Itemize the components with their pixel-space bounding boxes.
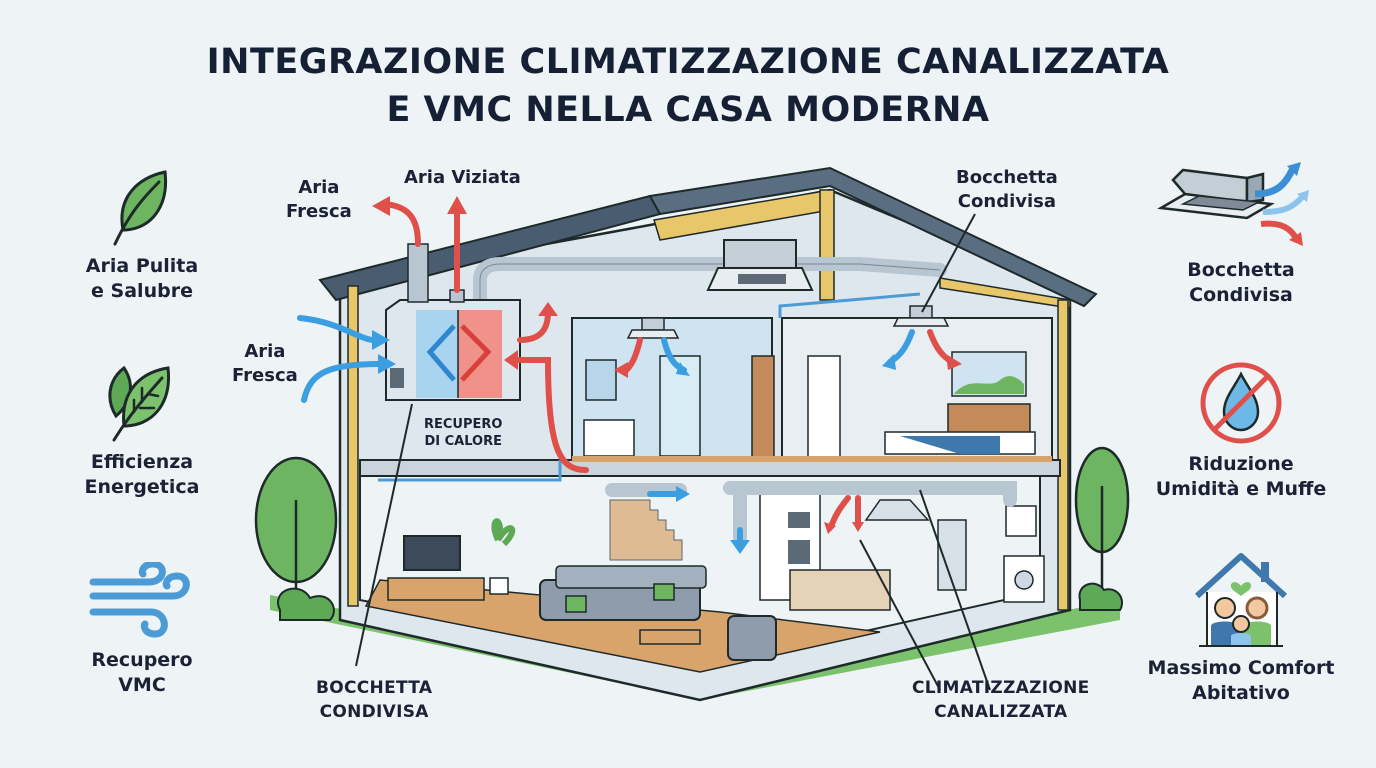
feature-label: Bocchetta Condivisa bbox=[1187, 259, 1295, 306]
cassette-unit-icon bbox=[1157, 162, 1309, 246]
tree-left-icon bbox=[254, 456, 338, 621]
ceiling-cassette-unit bbox=[706, 239, 814, 291]
feature-label: Efficienza Energetica bbox=[84, 451, 200, 498]
feature-recupero-vmc: Recupero VMC bbox=[32, 562, 252, 698]
callout-bocchetta-condivisa-top: Bocchetta Condivisa bbox=[956, 167, 1058, 212]
page-title: INTEGRAZIONE CLIMATIZZAZIONE CANALIZZATA… bbox=[0, 38, 1376, 134]
callout-recupero-calore: RECUPERO DI CALORE bbox=[424, 417, 503, 449]
feature-bocchetta-condivisa: Bocchetta Condivisa bbox=[1136, 160, 1346, 308]
callout-aria-viziata: Aria Viziata bbox=[404, 167, 521, 188]
family-home-icon bbox=[1194, 553, 1288, 647]
bathroom-vent bbox=[626, 317, 680, 339]
feature-aria-pulita: Aria Pulita e Salubre bbox=[32, 168, 252, 304]
title-line-2: E VMC NELLA CASA MODERNA bbox=[386, 90, 990, 130]
wind-icon bbox=[89, 562, 190, 638]
warm-air-arrows bbox=[381, 201, 955, 527]
title-line-1: INTEGRAZIONE CLIMATIZZAZIONE CANALIZZATA bbox=[206, 42, 1170, 82]
callout-bocchetta-condivisa-bottom: BOCCHETTA CONDIVISA bbox=[316, 678, 433, 722]
tree-right-icon bbox=[1074, 446, 1130, 611]
tv-icon bbox=[403, 535, 461, 571]
feature-massimo-comfort: Massimo Comfort Abitativo bbox=[1126, 550, 1356, 706]
feature-label: Riduzione Umidità e Muffe bbox=[1155, 453, 1327, 500]
callout-aria-fresca-top: Aria Fresca bbox=[286, 177, 352, 222]
callout-aria-fresca-left: Aria Fresca bbox=[232, 341, 298, 386]
callout-climatizzazione-canalizzata: CLIMATIZZAZIONE CANALIZZATA bbox=[912, 678, 1090, 722]
leaf-icon bbox=[113, 170, 168, 246]
bedroom-vent bbox=[892, 305, 950, 327]
ground-grass bbox=[270, 595, 1120, 700]
no-humidity-icon bbox=[1200, 362, 1282, 444]
feature-efficienza: Efficienza Energetica bbox=[32, 364, 252, 500]
vmc-heat-recovery-unit bbox=[385, 243, 521, 401]
double-leaf-icon bbox=[108, 365, 170, 442]
feature-label: Recupero VMC bbox=[91, 649, 193, 696]
feature-riduzione-umidita: Riduzione Umidità e Muffe bbox=[1126, 360, 1356, 502]
callout-leader-lines bbox=[355, 213, 991, 691]
feature-label: Aria Pulita e Salubre bbox=[85, 255, 199, 302]
feature-label: Massimo Comfort Abitativo bbox=[1147, 657, 1335, 704]
